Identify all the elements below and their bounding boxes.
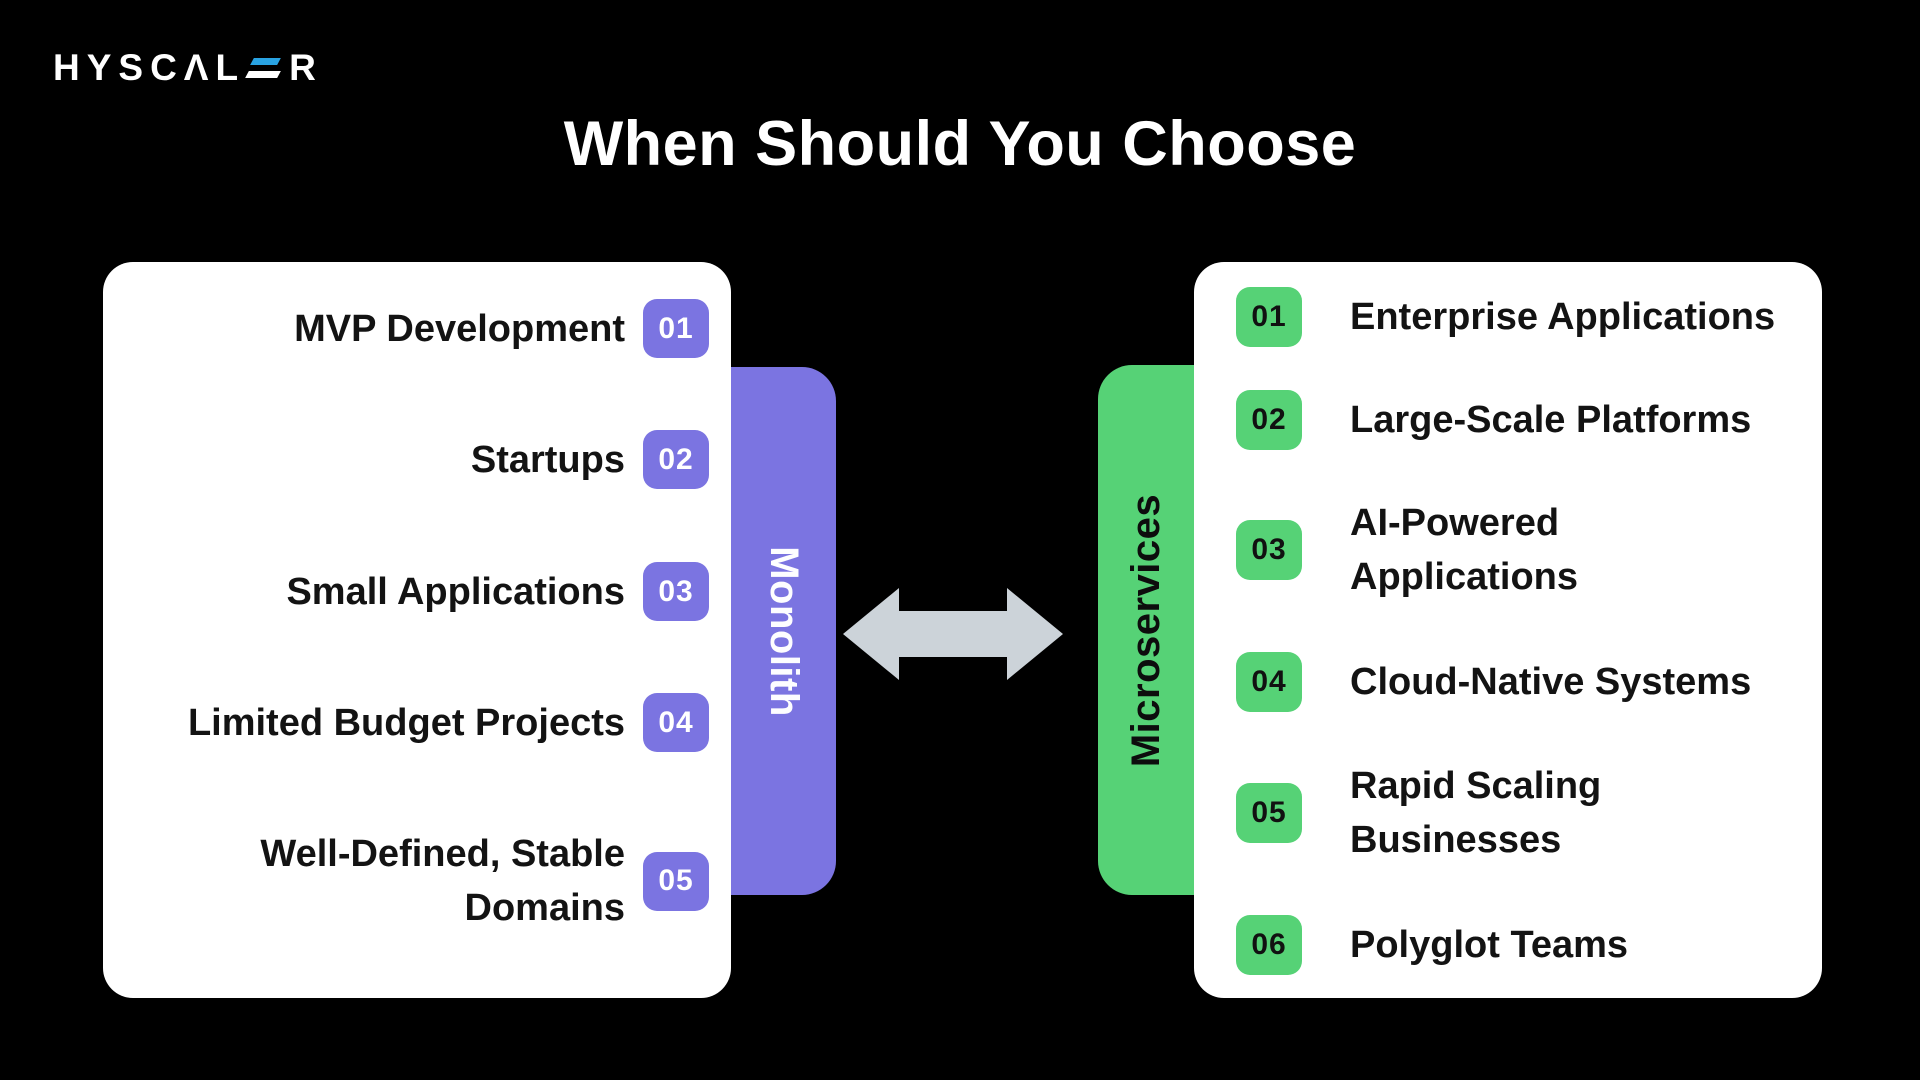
item-label: Enterprise Applications xyxy=(1350,290,1775,344)
item-label-line: MVP Development xyxy=(294,307,625,350)
logo-text-left: HYSCΛL xyxy=(53,47,246,88)
hyscaler-logo: HYSCΛL R xyxy=(53,46,323,90)
item-label-line: Startups xyxy=(470,438,625,481)
item-number-badge: 03 xyxy=(1236,520,1302,580)
item-label-line: Large-Scale Platforms xyxy=(1350,399,1752,441)
monolith-panel-label: Monolith xyxy=(762,545,807,717)
logo-e-bars-icon xyxy=(245,58,281,78)
microservices-panel-label: Microservices xyxy=(1124,493,1169,767)
item-label-line: Limited Budget Projects xyxy=(187,701,625,744)
item-label-line: Businesses xyxy=(1350,819,1562,861)
microservices-item-01: 01 Enterprise Applications xyxy=(1236,287,1806,347)
item-label-line: Rapid Scaling xyxy=(1350,765,1602,807)
item-label: Polyglot Teams xyxy=(1350,918,1628,972)
item-label-line: Applications xyxy=(1350,556,1579,598)
item-number-badge: 02 xyxy=(643,430,709,489)
microservices-item-02: 02 Large-Scale Platforms xyxy=(1236,390,1806,450)
item-number-badge: 01 xyxy=(643,299,709,358)
monolith-item-03: Small Applications 03 xyxy=(133,562,709,621)
item-label: Large-Scale Platforms xyxy=(1350,393,1751,447)
item-label-line: Domains xyxy=(464,887,625,929)
item-number-badge: 04 xyxy=(643,693,709,752)
item-label: Small Applications xyxy=(286,565,625,619)
item-label-line: Cloud-Native Systems xyxy=(1350,661,1752,703)
double-arrow-icon xyxy=(843,588,1063,685)
item-label-line: Enterprise Applications xyxy=(1350,296,1776,338)
item-label: Cloud-Native Systems xyxy=(1350,655,1751,709)
monolith-item-01: MVP Development 01 xyxy=(133,299,709,358)
monolith-item-04: Limited Budget Projects 04 xyxy=(133,693,709,752)
item-label-line: Small Applications xyxy=(286,570,625,613)
item-label-line: Polyglot Teams xyxy=(1350,924,1629,966)
microservices-card: 01 Enterprise Applications 02 Large-Scale P… xyxy=(1194,262,1822,998)
microservices-item-06: 06 Polyglot Teams xyxy=(1236,915,1806,975)
item-number-badge: 03 xyxy=(643,562,709,621)
microservices-item-04: 04 Cloud-Native Systems xyxy=(1236,652,1806,712)
microservices-label-wrap: Microservices xyxy=(1098,365,1196,895)
item-number-badge: 01 xyxy=(1236,287,1302,347)
logo-bar-blue xyxy=(250,58,281,65)
item-number-badge: 04 xyxy=(1236,652,1302,712)
item-label-line: AI-Powered xyxy=(1350,502,1560,544)
item-label-line: Well-Defined, Stable xyxy=(260,833,625,875)
monolith-item-02: Startups 02 xyxy=(133,430,709,489)
item-label: Limited Budget Projects xyxy=(188,696,625,750)
item-label: Startups xyxy=(471,433,625,487)
logo-text-right: R xyxy=(289,47,323,88)
item-number-badge: 05 xyxy=(643,851,709,911)
item-label: MVP Development xyxy=(294,302,625,356)
monolith-label-wrap: Monolith xyxy=(731,367,836,895)
logo-bar-white xyxy=(245,71,281,78)
item-number-badge: 06 xyxy=(1236,915,1302,975)
page-title: When Should You Choose xyxy=(563,109,1357,179)
item-number-badge: 02 xyxy=(1236,390,1302,450)
item-number-badge: 05 xyxy=(1236,783,1302,843)
